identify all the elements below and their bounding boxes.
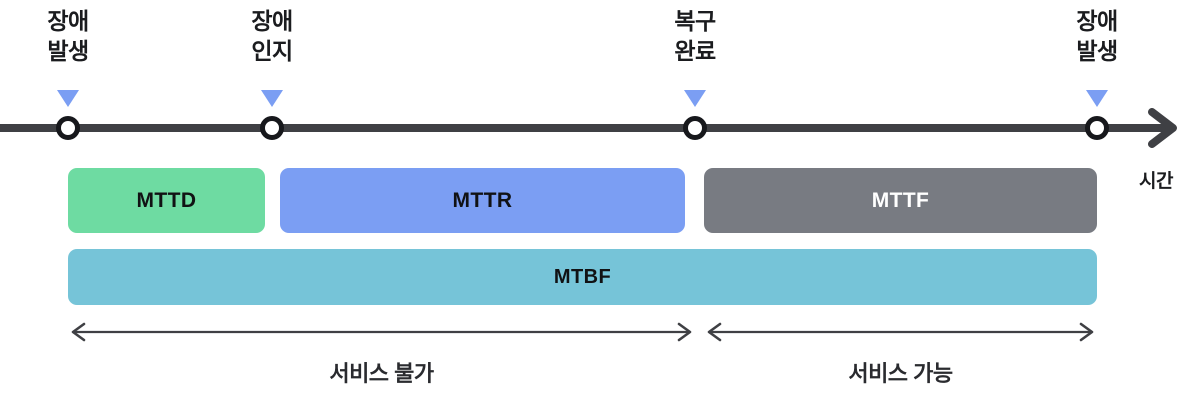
timeline-arrowhead-icon <box>1148 108 1177 148</box>
phase-arrowheads-service-available <box>707 322 1094 342</box>
metric-bar-label: MTTR <box>452 188 513 212</box>
timeline-marker-icon-failure-next <box>1086 90 1108 107</box>
timeline-label-line2: 인지 <box>251 38 293 64</box>
timeline-label-line2: 발생 <box>1076 38 1118 64</box>
timeline-label-line1: 복구 <box>674 8 716 34</box>
timeline-node-failure-next[interactable] <box>1085 116 1109 140</box>
metric-bar-mttf[interactable]: MTTF <box>704 168 1097 233</box>
time-axis-label: 시간 <box>1139 171 1173 192</box>
timeline-label-line1: 장애 <box>47 8 89 34</box>
metric-bar-mtbf[interactable]: MTBF <box>68 249 1097 305</box>
phase-arrow-service-unavailable <box>74 330 689 334</box>
timeline-label-line1: 장애 <box>1076 8 1118 34</box>
timeline-label-line2: 완료 <box>674 38 716 64</box>
metric-bar-label: MTTD <box>136 188 197 212</box>
timeline-label-failure-next: 장애 발생 <box>1017 6 1177 66</box>
timeline-node-failure-detected[interactable] <box>260 116 284 140</box>
phase-label-service-available: 서비스 가능 <box>848 361 953 386</box>
phase-label-service-unavailable: 서비스 불가 <box>329 361 434 386</box>
phase-arrow-service-available <box>710 330 1091 334</box>
metric-bar-label: MTTF <box>871 188 930 212</box>
timeline-marker-icon-recovery-complete <box>684 90 706 107</box>
metric-bar-mttd[interactable]: MTTD <box>68 168 265 233</box>
metric-bar-label: MTBF <box>553 265 612 288</box>
timeline-node-failure-start[interactable] <box>56 116 80 140</box>
timeline-label-recovery-complete: 복구 완료 <box>615 6 775 66</box>
timeline-label-failure-start: 장애 발생 <box>0 6 148 66</box>
timeline-marker-icon-failure-detected <box>261 90 283 107</box>
phase-arrowheads-service-unavailable <box>71 322 692 342</box>
timeline-node-recovery-complete[interactable] <box>683 116 707 140</box>
timeline-label-line2: 발생 <box>47 38 89 64</box>
timeline-marker-icon-failure-start <box>57 90 79 107</box>
timeline-axis-line <box>0 124 1168 132</box>
timeline-label-line1: 장애 <box>251 8 293 34</box>
metric-bar-mttr[interactable]: MTTR <box>280 168 685 233</box>
timeline-label-failure-detected: 장애 인지 <box>192 6 352 66</box>
